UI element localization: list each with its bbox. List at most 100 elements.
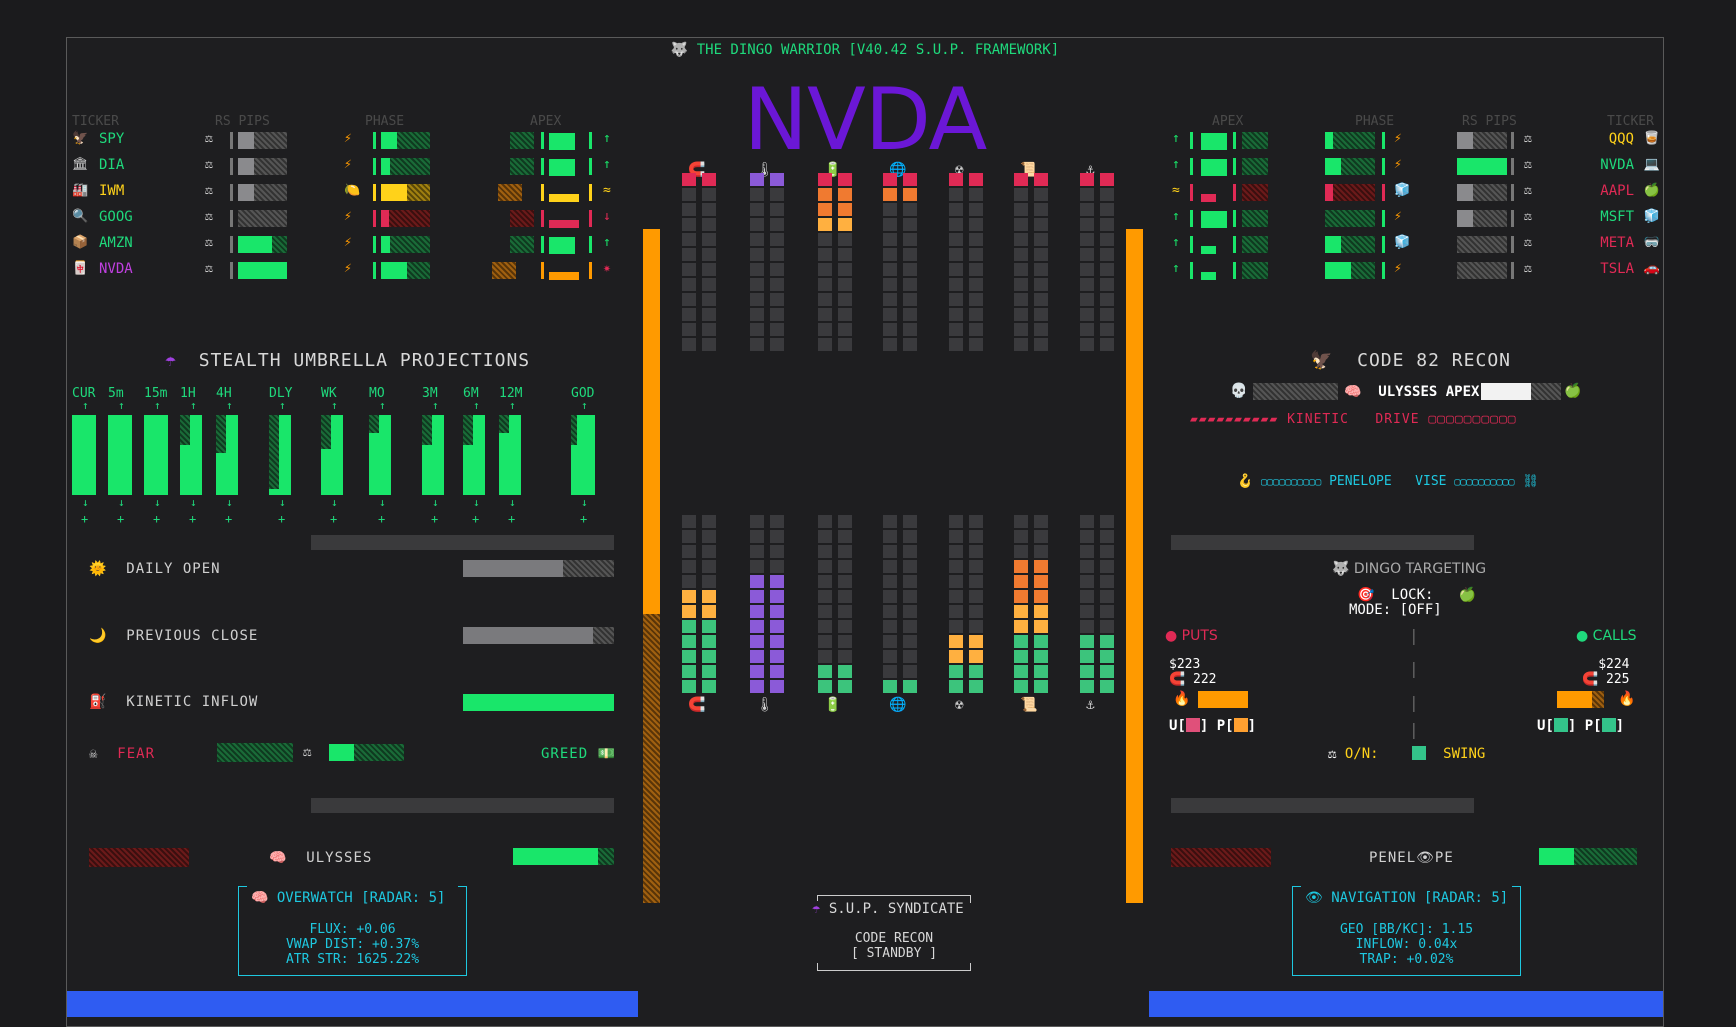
phase-icon: 🧊 [1394, 183, 1411, 198]
apex-divider [541, 210, 544, 227]
timeframe-label: DLY [269, 386, 293, 401]
column-segment [838, 665, 852, 678]
ulysses-right-meter-bg [598, 848, 614, 865]
rs-pips-bg [254, 132, 287, 149]
magnet-icon: 🧲 [1582, 672, 1599, 687]
ticker-row[interactable]: 📦AMZN⚖⚡↑ [72, 235, 632, 255]
up-arrow-icon: ↑ [154, 399, 161, 412]
column-segment [969, 590, 983, 603]
ticker-row[interactable]: 🔍GOOG⚖⚡↓ [72, 209, 632, 229]
fire-icon: 🔥 [1173, 691, 1191, 707]
ticker-label: SPY [99, 131, 125, 147]
column-segment [949, 323, 963, 336]
column-segment [1014, 293, 1028, 306]
call-heat-bar [1557, 691, 1592, 708]
recon-skull-meter [1253, 383, 1338, 400]
rs-pips-bg [1457, 236, 1507, 253]
ticker-row[interactable]: ↑🧊⚖META🥽 [1172, 235, 1662, 255]
column-segment [1100, 323, 1114, 336]
inflow-value: INFLOW: 0.04x [1355, 937, 1458, 952]
column-segment [1080, 515, 1094, 528]
column-segment [1100, 650, 1114, 663]
right-orange-gauge [1126, 229, 1143, 903]
column-segment [969, 323, 983, 336]
ticker-row[interactable]: 🏛DIA⚖⚡↑ [72, 157, 632, 177]
column-segment [969, 605, 983, 618]
ticker-row[interactable]: ↑⚡⚖MSFT🧊 [1172, 209, 1662, 229]
column-segment [838, 680, 852, 693]
phase-bg [1341, 236, 1375, 253]
column-segment [1080, 308, 1094, 321]
column-segment [838, 590, 852, 603]
apex-divider [1190, 210, 1193, 227]
apex-right-block [1242, 262, 1268, 279]
phase-fill [381, 158, 390, 175]
overwatch-stats: FLUX: +0.06 VWAP DIST: +0.37% ATR STR: 1… [239, 922, 466, 967]
apex-arrow: ✷ [603, 261, 611, 276]
apex-fill [549, 194, 579, 202]
green-circle-icon: ● [1576, 628, 1589, 644]
column-segment [702, 665, 716, 678]
penelope-label: PENEL👁PE [1369, 850, 1454, 866]
ticker-row[interactable]: ↑⚡⚖NVDA💻 [1172, 157, 1662, 177]
timeframe-label: 6M [463, 386, 479, 401]
ulysses-apex-meter [1481, 383, 1531, 400]
ticker-row[interactable]: 🀄NVDA⚖⚡✷ [72, 261, 632, 281]
column-segment [1014, 323, 1028, 336]
wolf-icon: 🐺 [1332, 561, 1350, 577]
apex-arrow: ↑ [603, 131, 611, 146]
column-segment [1014, 605, 1028, 618]
column-segment [838, 560, 852, 573]
column-segment [883, 665, 897, 678]
column-segment [883, 278, 897, 291]
column-segment [903, 575, 917, 588]
column-segment [949, 233, 963, 246]
plus-icon: + [431, 512, 439, 526]
rs-divider [230, 184, 233, 201]
ticker-row[interactable]: 🦅SPY⚖⚡↑ [72, 131, 632, 151]
right-header-phase: PHASE [1355, 114, 1395, 129]
apex-divider [589, 184, 592, 201]
umbrella-icon: ☂ [812, 901, 821, 917]
up-arrow-icon: ↑ [279, 399, 286, 412]
ticker-icon: 🏭 [72, 183, 89, 198]
phase-divider [1382, 262, 1385, 279]
apex-arrow: ↑ [603, 157, 611, 172]
column-segment [1014, 620, 1028, 633]
up-arrow-icon: ↑ [379, 399, 386, 412]
column-segment [883, 545, 897, 558]
rs-pips-bg [254, 184, 287, 201]
column-segment [770, 293, 784, 306]
ticker-row[interactable]: ↑⚡⚖QQQ🥃 [1172, 131, 1662, 151]
ticker-row[interactable]: 🏭IWM⚖🍋≈ [72, 183, 632, 203]
ticker-row[interactable]: ↑⚡⚖TSLA🚗 [1172, 261, 1662, 281]
puts-calls-separator: | [1409, 693, 1419, 712]
column-segment [1080, 338, 1094, 351]
column-segment [770, 308, 784, 321]
right-header-rs: RS PIPS [1462, 114, 1517, 129]
left-orange-gauge-bg [643, 614, 660, 903]
plus-icon: + [81, 512, 89, 526]
column-segment [702, 650, 716, 663]
column-segment [702, 680, 716, 693]
column-segment [883, 605, 897, 618]
ticker-row[interactable]: ≈🧊⚖AAPL🍏 [1172, 183, 1662, 203]
apex-divider [541, 158, 544, 175]
column-segment [969, 530, 983, 543]
column-segment [949, 530, 963, 543]
column-segment [702, 218, 716, 231]
column-segment [1034, 173, 1048, 186]
column-segment [1034, 338, 1048, 351]
column-segment [1100, 203, 1114, 216]
column-segment [702, 575, 716, 588]
phase-fill [381, 262, 407, 279]
scale-icon: ⚖ [1524, 261, 1532, 276]
rs-pips-fill [238, 132, 254, 149]
column-segment [702, 590, 716, 603]
apex-divider [1233, 262, 1236, 279]
column-segment [682, 650, 696, 663]
column-segment [969, 248, 983, 261]
plus-icon: + [225, 512, 233, 526]
column-segment [682, 590, 696, 603]
down-arrow-icon: ↓ [118, 496, 125, 509]
